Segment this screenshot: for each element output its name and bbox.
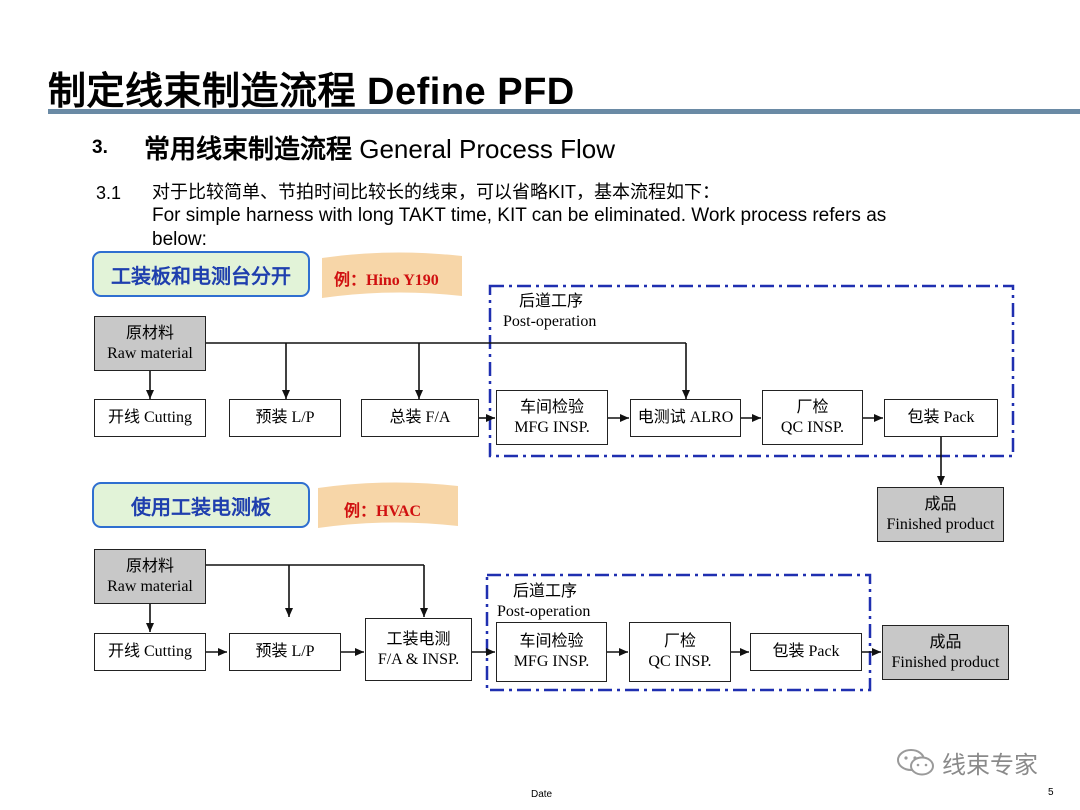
finished-product-cn: 成品 xyxy=(929,633,962,651)
chat-bubbles-icon xyxy=(897,748,934,775)
lp-box: 预装 L/P xyxy=(229,399,341,437)
example-banner-1 xyxy=(322,252,462,298)
section-title-en: General Process Flow xyxy=(359,134,616,164)
subsection-line-en-2: below: xyxy=(152,229,207,250)
section-title: 常用线束制造流程 General Process Flow xyxy=(144,129,615,166)
mfg-insp-cn: 车间检验 xyxy=(519,398,584,416)
cutting-box: 开线 Cutting xyxy=(94,633,206,671)
watermark-text: 线束专家 xyxy=(942,752,1038,779)
raw-material-en: Raw material xyxy=(107,577,193,595)
fa-box: 总装 F/A xyxy=(361,399,479,437)
mfg-insp-en: MFG INSP. xyxy=(513,653,590,670)
post-operation-label-2: 后道工序 Post-operation xyxy=(497,582,590,622)
raw-material-box: 原材料 Raw material xyxy=(94,549,206,604)
pack-box: 包装 Pack xyxy=(884,399,998,437)
finished-product-en: Finished product xyxy=(891,653,1000,671)
mfg-insp-box: 车间检验 MFG INSP. xyxy=(496,390,608,445)
post-operation-box-2 xyxy=(485,573,872,692)
mfg-insp-box: 车间检验 MFG INSP. xyxy=(496,622,607,682)
qc-insp-en: QC INSP. xyxy=(780,418,845,436)
section-number: 3. xyxy=(92,137,108,158)
fa-insp-en: F/A & INSP. xyxy=(377,650,460,668)
footer-date: Date xyxy=(531,789,553,800)
cutting-box: 开线 Cutting xyxy=(94,399,206,437)
qc-insp-box: 厂检 QC INSP. xyxy=(762,390,863,445)
raw-material-cn: 原材料 xyxy=(125,557,174,575)
mode-label-combined: 使用工装电测板 xyxy=(92,482,310,528)
post-operation-en: Post-operation xyxy=(497,603,591,620)
subsection-number: 3.1 xyxy=(96,183,122,203)
fa-insp-box: 工装电测 F/A & INSP. xyxy=(365,618,472,681)
subsection-text: 对于比较简单、节拍时间比较长的线束，可以省略KIT，基本流程如下： For si… xyxy=(152,180,982,252)
post-operation-box-1 xyxy=(488,284,1015,458)
page-title: 制定线束制造流程 Define PFD xyxy=(48,71,575,113)
raw-material-en: Raw material xyxy=(107,344,193,362)
qc-insp-box: 厂检 QC INSP. xyxy=(629,622,731,682)
mfg-insp-en: MFG INSP. xyxy=(514,418,590,436)
title-divider xyxy=(48,109,1080,114)
subsection-line-cn: 对于比较简单、节拍时间比较长的线束，可以省略KIT，基本流程如下： xyxy=(152,182,720,202)
post-operation-en: Post-operation xyxy=(503,313,597,330)
subsection-line-en-1: For simple harness with long TAKT time, … xyxy=(152,205,887,226)
mfg-insp-cn: 车间检验 xyxy=(519,633,584,650)
finished-product-box: 成品 Finished product xyxy=(882,625,1009,680)
example-label-2: 例：HVAC xyxy=(344,503,422,520)
mode-label-separate: 工装板和电测台分开 xyxy=(92,251,310,297)
example-label-1: 例：Hino Y190 xyxy=(334,272,439,289)
lp-box: 预装 L/P xyxy=(229,633,341,671)
qc-insp-en: QC INSP. xyxy=(648,653,712,670)
finished-product-cn: 成品 xyxy=(924,495,957,513)
raw-material-cn: 原材料 xyxy=(125,324,174,342)
post-operation-label-1: 后道工序 Post-operation xyxy=(503,292,596,332)
pack-box: 包装 Pack xyxy=(750,633,862,671)
page-number: 5 xyxy=(1048,787,1054,798)
finished-product-en: Finished product xyxy=(886,515,995,533)
section-title-cn: 常用线束制造流程 xyxy=(144,134,353,164)
fa-insp-cn: 工装电测 xyxy=(386,630,451,648)
raw-material-box: 原材料 Raw material xyxy=(94,316,206,371)
electrical-test-box: 电测试 ALRO xyxy=(630,399,741,437)
watermark: 线束专家 xyxy=(896,745,1038,780)
post-operation-cn: 后道工序 xyxy=(513,583,578,600)
example-banner-2 xyxy=(318,482,458,528)
finished-product-box: 成品 Finished product xyxy=(877,487,1004,542)
qc-insp-cn: 厂检 xyxy=(663,633,696,650)
qc-insp-cn: 厂检 xyxy=(796,398,829,416)
post-operation-cn: 后道工序 xyxy=(519,293,584,310)
